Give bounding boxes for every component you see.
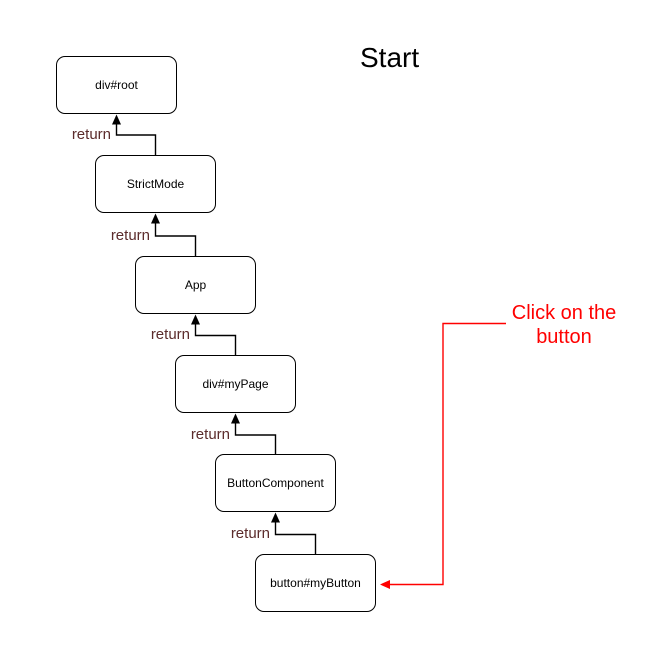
edge-return-label-5: return [230,525,270,542]
node-div-mypage: div#myPage [175,355,296,413]
edge-arrowhead-up-5 [271,512,280,523]
edge-arrowhead-up-3 [191,314,200,325]
edge-arrowhead-up-2 [151,213,160,224]
node-div-root: div#root [56,56,177,114]
node-button-mybutton: button#myButton [255,554,376,612]
annotation-click-text: Click on the button [511,302,617,348]
edge-return-4 [234,423,277,454]
node-div-mypage-label: div#myPage [202,377,269,391]
edge-arrowhead-up-4 [231,413,240,424]
node-buttoncomponent-label: ButtonComponent [227,476,324,490]
node-strictmode: StrictMode [95,155,216,213]
edge-return-3 [194,324,237,355]
diagram-title: Start [360,42,420,73]
edge-return-label-1: return [71,126,111,143]
node-app: App [135,256,256,314]
node-buttoncomponent: ButtonComponent [215,454,336,512]
edge-return-5 [274,522,317,554]
node-button-mybutton-label: button#myButton [270,576,361,590]
node-app-label: App [184,278,207,292]
edge-return-2 [154,223,197,256]
edge-return-1 [115,124,157,155]
node-strictmode-label: StrictMode [126,177,185,191]
edge-return-label-4: return [190,426,230,443]
edge-arrowhead-up-1 [112,114,121,125]
annotation-arrow-line [390,322,506,586]
node-div-root-label: div#root [95,78,138,92]
edge-return-label-2: return [110,227,150,244]
edge-return-label-3: return [150,326,190,343]
annotation-arrowhead-left [380,580,390,589]
